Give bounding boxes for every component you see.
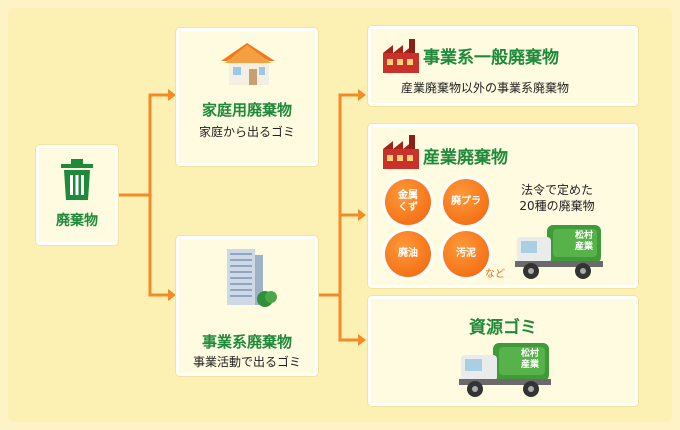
truck-label: 松村 産業 (520, 349, 539, 370)
garbage-truck-icon (515, 225, 603, 279)
garbage-truck-icon (459, 343, 551, 397)
industrial-waste-box: 産業廃棄物 金属 くず 廃プラ 廃油 汚泥 など 法令で定めた 20種の廃棄物 … (368, 124, 638, 288)
waste-type-circle: 金属 くず (385, 179, 431, 225)
factory-icon (383, 39, 419, 73)
factory-icon (383, 135, 419, 169)
truck-label: 松村 産業 (574, 231, 593, 252)
waste-type-circle: 廃プラ (443, 179, 489, 225)
business-title: 事業系廃棄物 (201, 333, 292, 351)
business-subtitle: 事業活動で出るゴミ (192, 355, 301, 369)
household-subtitle: 家庭から出るゴミ (198, 125, 295, 139)
general-business-title: 事業系一般廃棄物 (423, 48, 559, 68)
waste-type-label: 廃プラ (451, 196, 481, 207)
trash-can-icon (61, 159, 93, 200)
industrial-note-line2: 20種の廃棄物 (519, 199, 595, 213)
general-business-waste-box: 事業系一般廃棄物 産業廃棄物以外の事業系廃棄物 (368, 26, 638, 106)
household-title: 家庭用廃棄物 (201, 101, 292, 119)
resource-title: 資源ゴミ (469, 318, 537, 338)
waste-type-circle: 廃油 (385, 231, 431, 277)
general-business-subtitle: 産業廃棄物以外の事業系廃棄物 (401, 81, 570, 95)
business-waste-box: 事業系廃棄物 事業活動で出るゴミ (176, 236, 318, 376)
household-waste-box: 家庭用廃棄物 家庭から出るゴミ (176, 28, 318, 166)
etc-label: など (485, 269, 505, 280)
industrial-title: 産業廃棄物 (423, 148, 508, 168)
waste-type-label: 廃油 (398, 248, 418, 259)
resource-waste-box: 資源ゴミ 松村 産業 (368, 296, 638, 406)
office-building-icon (227, 249, 277, 307)
root-label: 廃棄物 (56, 213, 98, 229)
waste-root-box: 廃棄物 (36, 145, 118, 245)
house-icon (221, 43, 275, 85)
industrial-note-line1: 法令で定めた (520, 183, 593, 197)
waste-type-circle: 汚泥 (443, 231, 489, 277)
waste-type-label: 汚泥 (456, 248, 476, 259)
waste-type-label: 金属 くず (398, 190, 418, 213)
